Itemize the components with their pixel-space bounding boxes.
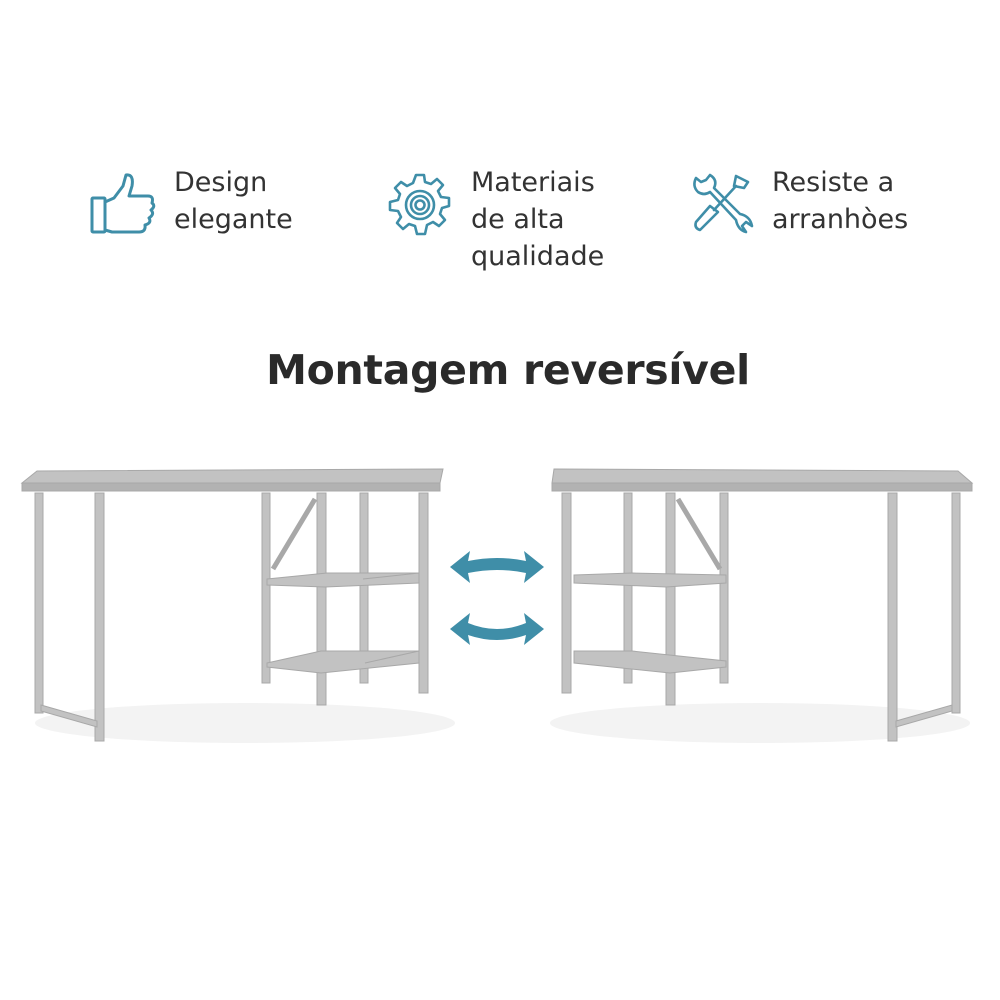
feature-line: qualidade [471, 241, 605, 272]
feature-materials: Materiais de alta qualidade [387, 167, 604, 275]
feature-scratch-text: Resiste a arranhòes [772, 164, 908, 238]
gear-icon [388, 173, 451, 236]
desk-left-image [20, 468, 455, 743]
feature-line: elegante [174, 204, 293, 235]
feature-design: Design elegante [90, 167, 293, 238]
feature-line: arranhòes [772, 204, 909, 235]
feature-design-text: Design elegante [174, 164, 293, 238]
feature-line: Design [174, 167, 268, 198]
feature-line: Materiais [471, 167, 595, 198]
feature-materials-text: Materiais de alta qualidade [471, 164, 604, 275]
thumbs-up-icon [90, 173, 156, 234]
feature-scratch: Resiste a arranhòes [690, 167, 908, 238]
swap-arrows-icon [450, 551, 544, 645]
feature-line: de alta [471, 204, 565, 235]
wrench-screwdriver-icon [693, 173, 754, 234]
page-title: Montagem reversível [266, 346, 750, 394]
feature-line: Resiste a [772, 167, 895, 198]
desk-right-image [550, 468, 974, 743]
